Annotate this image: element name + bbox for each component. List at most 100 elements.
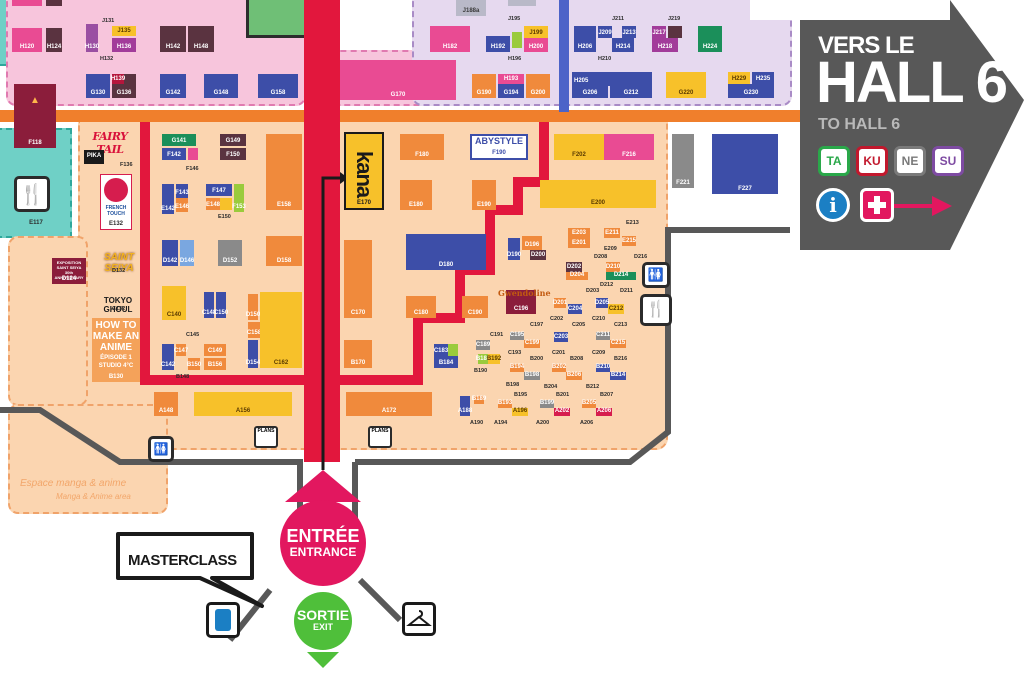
stand-d196[interactable]: D196 [522,236,542,250]
stand-g170[interactable]: G170 [340,60,456,100]
stand-a156[interactable]: A156 [194,392,292,416]
stand-b198[interactable]: B198 [524,372,540,380]
stand-c212[interactable]: C212 [608,304,624,314]
stand-f221[interactable]: F221 [672,134,694,188]
stand-f153[interactable]: F153 [232,184,246,212]
stand-h192[interactable]: H192 [486,36,510,52]
stand-d154[interactable]: D154 [246,340,260,368]
stand-c215[interactable]: C215 [610,340,626,348]
stand-d205[interactable]: D205 [594,298,610,308]
stand-a172[interactable]: A172 [346,392,432,416]
stand-b189[interactable]: B189 [471,396,487,404]
stand-e201[interactable]: E201 [568,238,590,248]
stand-h148[interactable]: H148 [188,26,214,52]
stand-d152[interactable]: D152 [218,240,242,266]
stand-g158[interactable]: G158 [258,74,298,98]
stand-b156[interactable]: B156 [204,358,226,370]
stand-g149[interactable]: G149 [220,134,246,146]
stand-g230[interactable]: G230 [728,84,774,98]
stand-j188a[interactable]: J188a [456,0,486,16]
stand-j209[interactable]: J209 [598,26,612,38]
stand-c190[interactable]: C190 [462,296,488,318]
stand-j135[interactable]: J135 [112,26,136,36]
stand-b194[interactable]: B194 [509,364,525,372]
stand-g142[interactable]: G142 [160,74,186,98]
stand-c140[interactable]: C140 [162,286,186,320]
stand-f202[interactable]: F202 [554,134,604,160]
stand-j213[interactable]: J213 [622,26,636,38]
stand-e148b[interactable] [220,198,232,210]
stand-e180[interactable]: E180 [400,180,432,210]
stand-b193[interactable]: B193 [497,400,513,408]
stand-d204[interactable]: D204 [566,272,588,280]
stand-c195[interactable]: C195 [509,332,525,340]
stand-f216[interactable]: F216 [604,134,654,160]
stand-b210[interactable]: B210 [595,364,611,372]
stand-a202[interactable]: A202 [554,408,570,416]
stand-b184[interactable]: B184 [434,356,458,368]
stand-h182[interactable]: H182 [430,26,470,52]
exit-button[interactable]: SORTIE EXIT [294,592,352,650]
stand-g148[interactable]: G148 [204,74,238,98]
stand-d124[interactable]: D124 [52,258,86,284]
stand-g200[interactable]: G200 [526,74,550,98]
stand-c183[interactable]: C183 [434,344,448,356]
stand-j218-dark[interactable] [668,26,682,38]
stand-d200[interactable]: D200 [530,250,546,260]
stand-h206[interactable]: H206 [574,26,596,52]
stand-f142[interactable]: F142 [162,148,186,160]
stand-b150[interactable]: B150 [187,358,201,370]
stand-g190[interactable]: G190 [472,74,496,98]
stand-g212[interactable]: G212 [610,86,652,98]
stand-e158[interactable]: E158 [266,134,302,210]
stand-j217[interactable]: J217 [652,26,666,38]
stand-f227[interactable]: F227 [712,134,778,194]
stand-e190[interactable]: E190 [472,180,496,210]
stand-e203[interactable]: E203 [568,228,590,238]
stand-b202[interactable]: B202 [551,364,567,372]
stand-b199[interactable]: B199 [539,400,555,408]
stand-f143[interactable]: F143 [175,184,189,198]
stand-g206[interactable]: G206 [572,86,608,98]
stand-g220[interactable]: G220 [666,72,706,98]
stand-h120[interactable]: H120 [12,28,42,52]
stand-f180[interactable]: F180 [400,134,444,160]
stand-c203[interactable]: C203 [553,332,569,342]
stand-h193[interactable]: H193 [498,74,524,84]
stand-h142[interactable]: H142 [160,26,186,52]
stand-c150[interactable]: C150 [214,292,228,318]
stand-c148[interactable]: C148 [202,292,216,318]
stand-h214[interactable]: H214 [612,38,634,52]
stand-g141[interactable]: G141 [162,134,196,146]
stand-d190[interactable]: D190 [507,238,521,260]
stand-d146[interactable]: D146 [180,240,194,266]
stand-c183b[interactable] [448,344,458,356]
stand-h205[interactable]: H205 [572,72,652,86]
stand-c149[interactable]: C149 [204,344,226,356]
stand-e142[interactable]: E142 [161,184,175,214]
stand-c162[interactable]: C162 [260,292,302,368]
stand-f150[interactable]: F150 [220,148,246,160]
stand-d202[interactable]: D202 [566,262,582,272]
stand-b170[interactable]: B170 [344,340,372,368]
stand-e211[interactable]: E211 [604,228,620,238]
stand-c189[interactable]: C189 [475,340,491,350]
stand-h139[interactable]: H139 [110,74,126,84]
stand-h200[interactable]: H200 [524,38,548,52]
stand-top-left-dark[interactable] [46,0,62,6]
stand-b206[interactable]: B206 [566,372,582,380]
stand-b205[interactable]: B205 [581,400,597,408]
stand-c158[interactable]: C158 [247,322,261,338]
stand-a196[interactable]: A196 [512,408,528,416]
stand-c180[interactable]: C180 [406,296,436,318]
stand-a206[interactable]: A206 [596,408,612,416]
stand-e215[interactable]: E215 [622,236,637,246]
stand-top-j[interactable] [508,0,536,6]
stand-j199[interactable]: J199 [524,26,548,38]
stand-f146-dot[interactable] [188,148,198,160]
stand-a188[interactable]: A188 [458,396,472,416]
stand-e146[interactable]: E146 [175,198,189,212]
entrance-button[interactable]: ENTRÉE ENTRANCE [280,500,366,586]
stand-c147[interactable]: C147 [174,344,188,356]
stand-e117[interactable]: E117 [29,220,43,226]
